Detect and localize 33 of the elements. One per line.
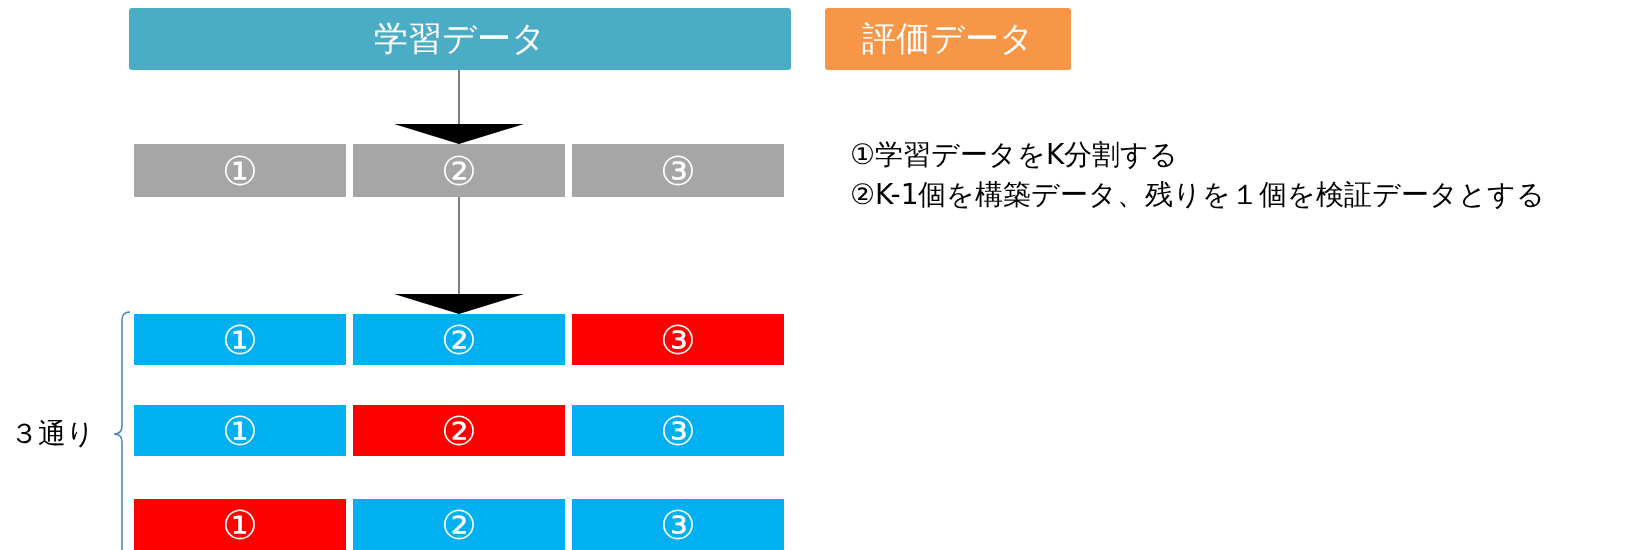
fold-bar xyxy=(353,405,565,456)
fold-bar xyxy=(134,314,346,365)
fold-bar xyxy=(572,499,784,550)
arrow xyxy=(394,196,524,315)
fold-number: ② xyxy=(441,147,477,194)
fold-number: ③ xyxy=(660,501,696,548)
fold-number: ① xyxy=(222,501,258,548)
fold-number: ① xyxy=(222,407,258,454)
fold-number: ② xyxy=(441,316,477,363)
fold-number: ② xyxy=(441,407,477,454)
fold-number: ① xyxy=(222,316,258,363)
fold-bar xyxy=(353,144,565,197)
fold-bar xyxy=(353,499,565,550)
fold-bar xyxy=(134,144,346,197)
fold-bar xyxy=(353,314,565,365)
data-bar xyxy=(129,8,791,70)
fold-bar xyxy=(572,405,784,456)
fold-bar xyxy=(572,314,784,365)
bar-title: 学習データ xyxy=(374,17,546,60)
bar-title: 評価データ xyxy=(862,17,1034,60)
fold-bar xyxy=(134,499,346,550)
fold-number: ① xyxy=(222,147,258,194)
step-note: ①学習データをK分割する xyxy=(850,137,1179,173)
fold-number: ③ xyxy=(660,147,696,194)
fold-number: ② xyxy=(441,501,477,548)
step-note: ②K-1個を構築データ、残りを１個を検証データとする xyxy=(850,177,1546,213)
data-bar xyxy=(825,8,1071,70)
brace-label: ３通り xyxy=(10,416,95,452)
fold-bar xyxy=(134,405,346,456)
arrow xyxy=(394,69,524,145)
fold-bar xyxy=(572,144,784,197)
fold-number: ③ xyxy=(660,407,696,454)
fold-number: ③ xyxy=(660,316,696,363)
